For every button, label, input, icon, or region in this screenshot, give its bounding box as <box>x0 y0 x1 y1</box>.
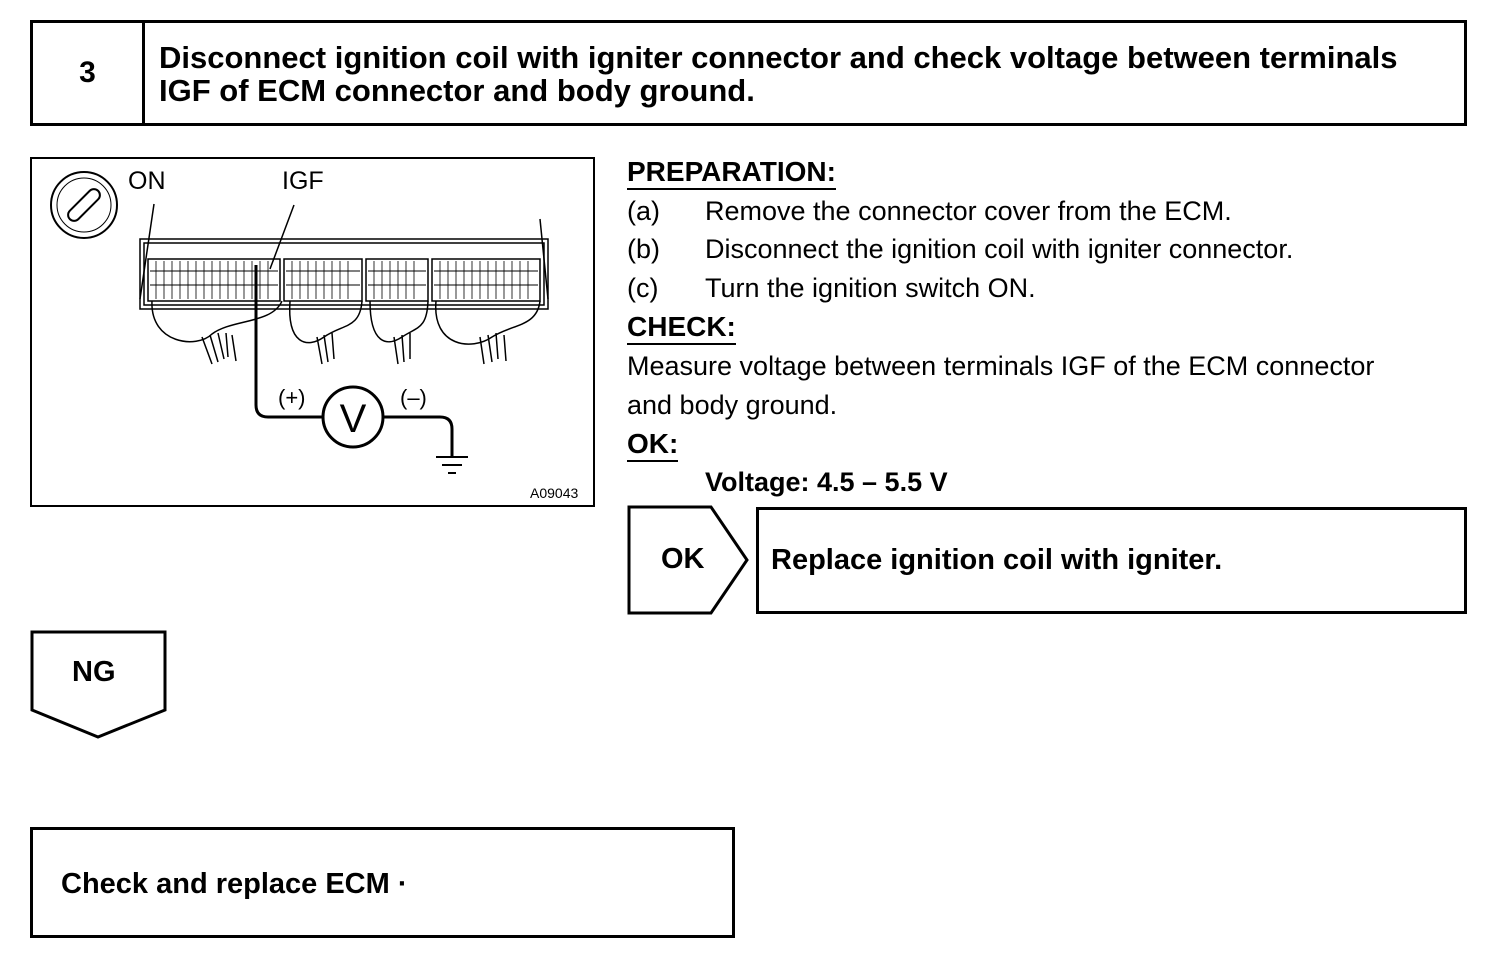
ok-result-box: Replace ignition coil with igniter. <box>756 507 1467 614</box>
ecm-connector-body <box>139 203 549 365</box>
label-minus: (–) <box>400 385 427 410</box>
label-plus: (+) <box>278 385 306 410</box>
ng-arrow: NG <box>30 630 168 740</box>
ok-result-text: Replace ignition coil with igniter. <box>771 544 1223 576</box>
ground-icon <box>436 456 468 474</box>
meter-symbol: V <box>340 397 367 441</box>
check-line-1: Measure voltage between terminals IGF of… <box>627 351 1375 381</box>
ecm-connector-diagram: V ON IGF (+) (–) A09043 <box>30 157 595 507</box>
ng-result-box: Check and replace ECM · <box>30 827 735 938</box>
step-marker: (c) <box>627 273 659 303</box>
check-line-2: and body ground. <box>627 390 838 420</box>
step-text: Remove the connector cover from the ECM. <box>705 196 1232 226</box>
check-heading: CHECK: <box>627 312 736 345</box>
voltmeter-icon: V <box>321 385 385 449</box>
label-on: ON <box>128 167 166 195</box>
voltage-spec: Voltage: 4.5 – 5.5 V <box>705 467 948 497</box>
step-header: 3 Disconnect ignition coil with igniter … <box>30 20 1467 126</box>
ok-arrow: OK <box>627 505 751 615</box>
ok-label: OK <box>661 543 705 575</box>
step-title: Disconnect ignition coil with igniter co… <box>159 40 1398 108</box>
step-marker: (a) <box>627 196 660 226</box>
ok-heading: OK: <box>627 429 679 462</box>
ng-label: NG <box>72 656 116 688</box>
diagram-drawing: V <box>50 171 549 474</box>
step-text: Turn the ignition switch ON. <box>705 273 1036 303</box>
step-number: 3 <box>33 23 145 123</box>
figure-code: A09043 <box>530 485 579 501</box>
step-marker: (b) <box>627 234 660 264</box>
preparation-heading: PREPARATION: <box>627 157 836 190</box>
label-igf: IGF <box>282 167 324 195</box>
ng-result-text: Check and replace ECM · <box>61 868 408 900</box>
step-text: Disconnect the ignition coil with ignite… <box>705 234 1294 264</box>
ignition-key-icon <box>50 171 118 239</box>
